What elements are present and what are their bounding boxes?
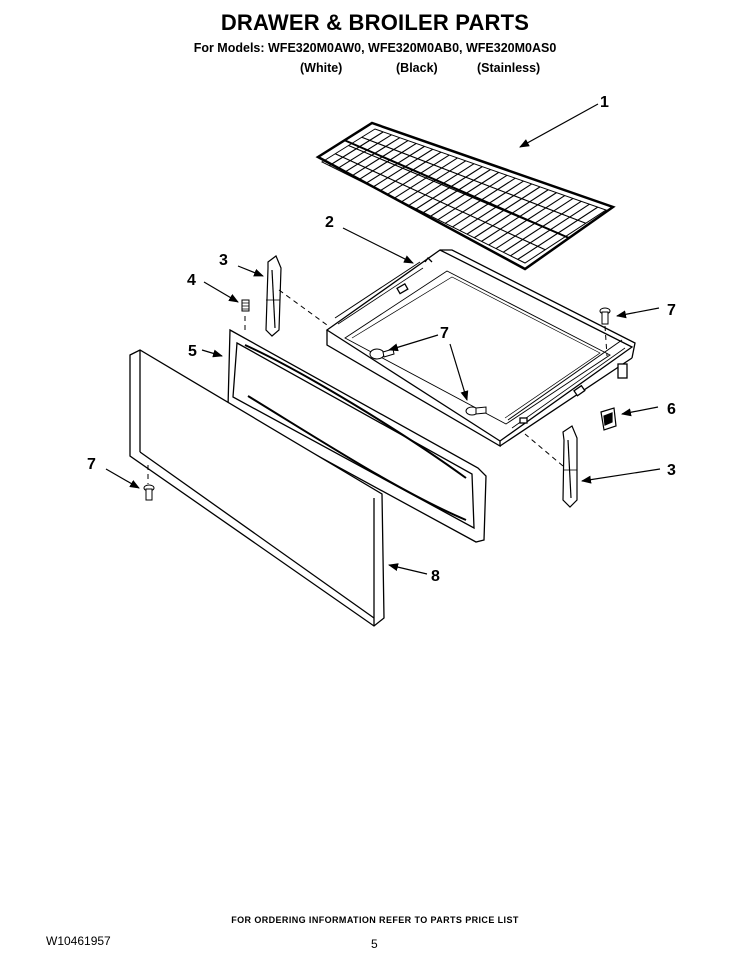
leader-lines <box>105 103 661 575</box>
finish-stainless-label: (Stainless) <box>477 61 541 75</box>
callout-7-bottom-left: 7 <box>87 456 96 473</box>
finish-white-label: (White) <box>300 61 343 75</box>
broiler-rack <box>315 121 616 271</box>
callout-3-left: 3 <box>219 252 228 269</box>
front-drawer-panel <box>129 349 385 627</box>
callout-6: 6 <box>667 401 676 418</box>
finish-black-label: (Black) <box>396 61 438 75</box>
screw-top-right <box>599 307 611 325</box>
drawer-slide-right <box>562 425 578 508</box>
rack-cross-bar <box>335 153 546 251</box>
callout-4: 4 <box>187 272 196 289</box>
small-screw <box>241 299 250 312</box>
assembly-lines <box>147 289 608 484</box>
callout-3-right: 3 <box>667 462 676 479</box>
broiler-drawer <box>325 249 636 448</box>
callout-8: 8 <box>431 568 440 585</box>
inner-drawer-panel <box>227 328 487 543</box>
callout-7-top-right: 7 <box>667 302 676 319</box>
callout-7-center: 7 <box>440 325 449 342</box>
ordering-note: FOR ORDERING INFORMATION REFER TO PARTS … <box>231 915 519 925</box>
models-line: For Models: WFE320M0AW0, WFE320M0AB0, WF… <box>193 41 557 55</box>
page-number: 5 <box>371 937 378 951</box>
callout-2: 2 <box>325 214 334 231</box>
drawer-clip <box>600 407 617 431</box>
rack-bars <box>328 131 599 260</box>
drawer-slide-left <box>265 255 282 337</box>
callout-5: 5 <box>188 343 197 360</box>
page-title: DRAWER & BROILER PARTS <box>220 10 530 35</box>
document-number: W10461957 <box>46 934 111 948</box>
callout-1: 1 <box>600 94 609 111</box>
screw-bottom-left <box>143 484 155 501</box>
rack-cross-bar <box>361 136 586 224</box>
